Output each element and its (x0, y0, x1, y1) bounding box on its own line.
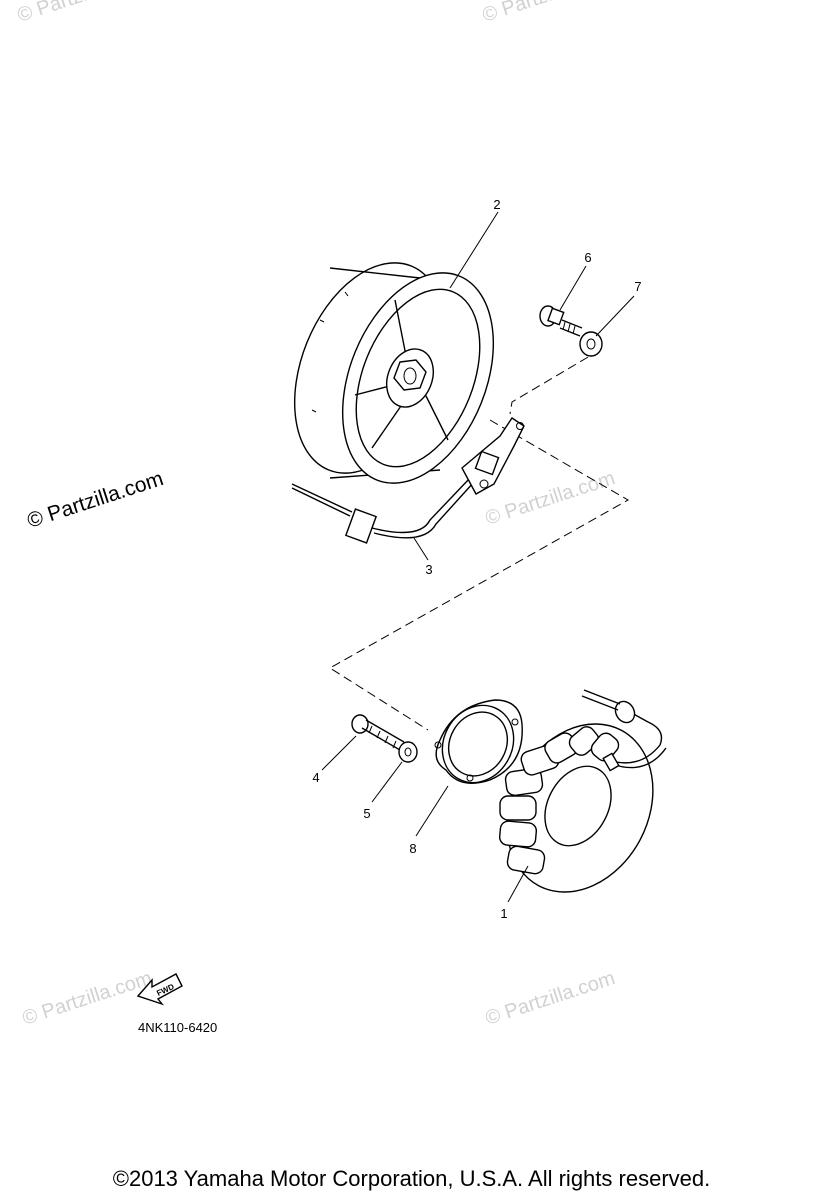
watermark-main: © Partzilla.com (24, 467, 166, 533)
callout-7: 7 (595, 279, 642, 337)
watermark-top-center: © Partzilla.com (480, 0, 615, 27)
washer-upper (579, 331, 603, 357)
callout-label-5: 5 (363, 806, 370, 821)
washer-lower (398, 741, 418, 763)
screw-lower (351, 714, 405, 751)
callout-2: 2 (449, 197, 501, 289)
rotor-assembly (293, 262, 495, 484)
callout-label-8: 8 (409, 841, 416, 856)
callout-4: 4 (312, 735, 357, 785)
callout-label-1: 1 (500, 906, 507, 921)
watermark-bottom-left: © Partzilla.com (20, 967, 155, 1030)
callout-label-7: 7 (634, 279, 641, 294)
callout-1: 1 (500, 865, 529, 921)
stator-assembly (498, 689, 667, 893)
callout-label-3: 3 (425, 562, 432, 577)
callout-8: 8 (409, 785, 449, 856)
watermark-top-left: © Partzilla.com (15, 0, 150, 27)
callout-label-4: 4 (312, 770, 319, 785)
stator-holder-plate (434, 699, 523, 784)
callout-6: 6 (559, 250, 592, 311)
watermark-middle-right: © Partzilla.com (483, 467, 618, 530)
callout-label-2: 2 (493, 197, 500, 212)
bolt-upper (539, 305, 583, 337)
callout-label-6: 6 (584, 250, 591, 265)
copyright-notice: ©2013 Yamaha Motor Corporation, U.S.A. A… (112, 1166, 711, 1191)
callout-5: 5 (363, 761, 403, 821)
assembly-guide-lines (329, 349, 630, 731)
callout-3: 3 (413, 537, 433, 577)
pickup-coil-assembly (291, 417, 525, 544)
diagram-code: 4NK110-6420 (138, 1020, 217, 1035)
watermark-bottom-right: © Partzilla.com (483, 967, 618, 1030)
